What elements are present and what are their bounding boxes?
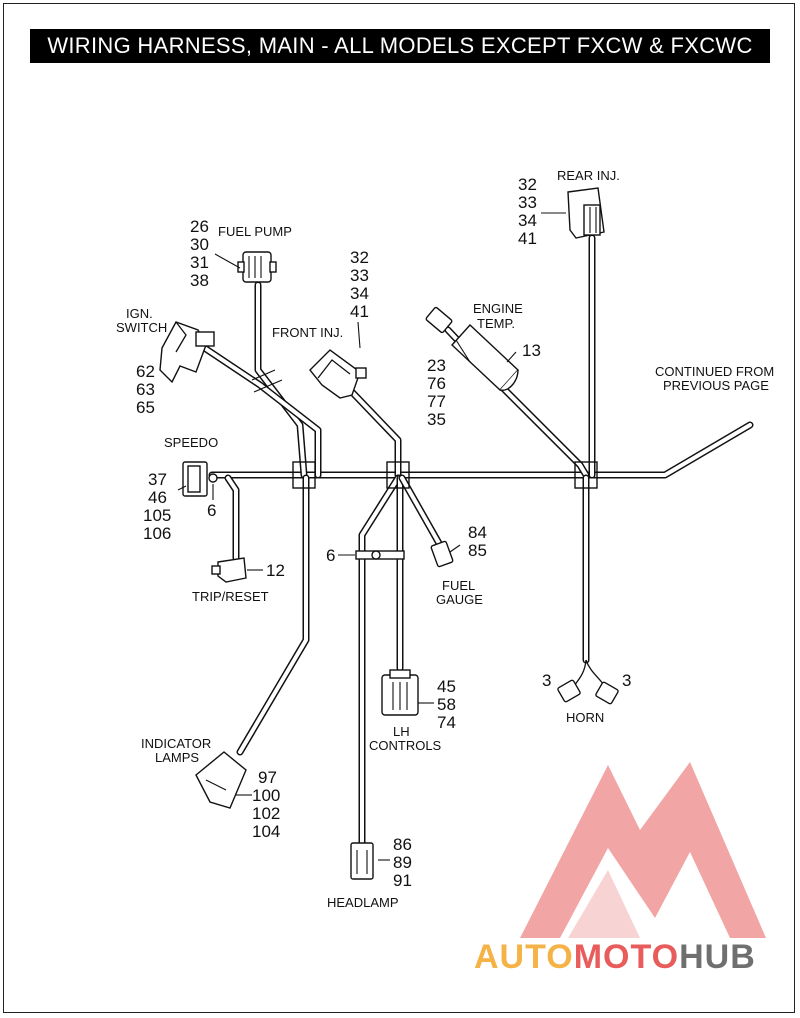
headlamp-part-2: 91 xyxy=(393,871,412,890)
front-inj-connector xyxy=(309,349,367,399)
headlamp-part-1: 89 xyxy=(393,853,412,872)
continued-label-2: PREVIOUS PAGE xyxy=(663,378,769,393)
rear-inj-part-2: 34 xyxy=(518,211,537,230)
engine-temp-part-0: 23 xyxy=(427,356,446,375)
watermark-auto: AUTO xyxy=(474,938,574,976)
headlamp-part-0: 86 xyxy=(393,835,412,854)
watermark-logo xyxy=(520,762,766,938)
engine-temp-part-1: 76 xyxy=(427,374,446,393)
indicator-lamps-label-2: LAMPS xyxy=(155,750,199,765)
speedo-connector xyxy=(182,461,218,497)
ign-switch-part-0: 62 xyxy=(136,362,155,381)
lh-controls-part-0: 45 xyxy=(437,677,456,696)
fuel-gauge-label-2: GAUGE xyxy=(436,592,483,607)
fuel-pump-part-1: 30 xyxy=(190,235,209,254)
fuel-pump-part-3: 38 xyxy=(190,271,209,290)
speedo-part-3: 106 xyxy=(143,524,171,543)
rear-inj-label: REAR INJ. xyxy=(557,168,620,183)
rear-inj-part-0: 32 xyxy=(518,175,537,194)
fuel-pump-part-0: 26 xyxy=(190,217,209,236)
lh-controls-part-1: 58 xyxy=(437,695,456,714)
horn-connectors xyxy=(557,679,619,705)
continued-label-1: CONTINUED FROM xyxy=(655,364,774,379)
rear-inj-part-1: 33 xyxy=(518,193,537,212)
engine-temp-part-right: 13 xyxy=(522,341,541,360)
fuel-pump-connector xyxy=(237,251,277,283)
indicator-lamps-label-1: INDICATOR xyxy=(141,736,211,751)
lh-controls-label-2: CONTROLS xyxy=(369,738,442,753)
page-title: WIRING HARNESS, MAIN - ALL MODELS EXCEPT… xyxy=(30,29,770,63)
indicator-lamps-part-2: 102 xyxy=(252,804,280,823)
fuel-gauge-part-0: 84 xyxy=(468,523,487,542)
watermark-text: AUTOMOTOHUB xyxy=(474,938,756,976)
watermark-moto: MOTO xyxy=(574,938,679,976)
front-inj-part-2: 34 xyxy=(350,284,369,303)
headlamp-connector xyxy=(350,842,374,880)
engine-temp-label-1: ENGINE xyxy=(473,301,523,316)
engine-temp-part-2: 77 xyxy=(427,392,446,411)
center-clip xyxy=(355,550,405,560)
ign-switch-connector xyxy=(159,321,215,384)
speedo-part-1: 46 xyxy=(148,488,167,507)
ign-switch-label-2: SWITCH xyxy=(116,320,167,335)
lh-controls-connector xyxy=(381,669,419,716)
horn-part-right: 3 xyxy=(622,671,631,690)
headlamp-label: HEADLAMP xyxy=(327,895,399,910)
front-inj-part-0: 32 xyxy=(350,248,369,267)
lh-controls-part-2: 74 xyxy=(437,713,456,732)
fuel-gauge-connector xyxy=(430,540,454,568)
front-inj-part-1: 33 xyxy=(350,266,369,285)
engine-temp-part-3: 35 xyxy=(427,410,446,429)
speedo-clip-part: 6 xyxy=(207,501,216,520)
trip-reset-switch xyxy=(211,557,247,583)
fuel-gauge-part-1: 85 xyxy=(468,541,487,560)
center-clip-part: 6 xyxy=(326,546,335,565)
engine-temp-label-2: TEMP. xyxy=(477,316,515,331)
speedo-part-2: 105 xyxy=(143,506,171,525)
ign-switch-part-1: 63 xyxy=(136,380,155,399)
front-inj-label: FRONT INJ. xyxy=(272,325,343,340)
indicator-lamps-part-0: 97 xyxy=(258,768,277,787)
indicator-lamps-part-1: 100 xyxy=(252,786,280,805)
fuel-gauge-label-1: FUEL xyxy=(442,578,475,593)
engine-temp-sensor xyxy=(425,306,519,391)
leader-lines xyxy=(177,212,566,861)
speedo-label: SPEEDO xyxy=(164,435,218,450)
ign-switch-part-2: 65 xyxy=(136,398,155,417)
speedo-part-0: 37 xyxy=(148,470,167,489)
rear-inj-connector xyxy=(567,187,605,239)
fuel-pump-label: FUEL PUMP xyxy=(218,224,292,239)
lh-controls-label-1: LH xyxy=(393,724,410,739)
horn-label: HORN xyxy=(566,710,604,725)
rear-inj-part-3: 41 xyxy=(518,229,537,248)
horn-part-left: 3 xyxy=(542,671,551,690)
indicator-lamps-connector xyxy=(195,751,247,809)
page-frame xyxy=(3,3,795,1013)
ign-switch-label-1: IGN. xyxy=(126,306,153,321)
indicator-lamps-part-3: 104 xyxy=(252,822,280,841)
trip-reset-label: TRIP/RESET xyxy=(192,589,269,604)
front-inj-part-3: 41 xyxy=(350,302,369,321)
watermark-hub: HUB xyxy=(679,938,756,976)
fuel-pump-part-2: 31 xyxy=(190,253,209,272)
trip-reset-part: 12 xyxy=(266,561,285,580)
